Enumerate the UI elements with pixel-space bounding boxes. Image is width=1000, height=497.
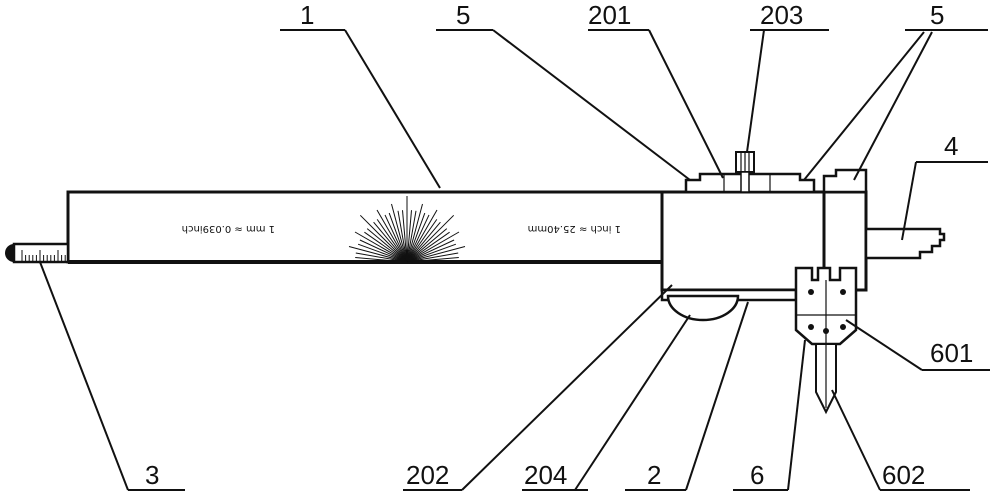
main-beam: 1 mm ≈ 0.039inch 1 inch ≈ 25.40mm (68, 192, 668, 262)
sliding-rod (866, 229, 944, 258)
label-5-right: 5 (930, 0, 944, 30)
label-203: 203 (760, 0, 803, 30)
label-601: 601 (930, 338, 973, 368)
label-5-left: 5 (456, 0, 470, 30)
label-202: 202 (406, 460, 449, 490)
ruler-text-left: 1 mm ≈ 0.039inch (182, 223, 275, 234)
label-3: 3 (145, 460, 159, 490)
label-6: 6 (750, 460, 764, 490)
label-1: 1 (300, 0, 314, 30)
label-602: 602 (882, 460, 925, 490)
end-scale (5, 244, 68, 262)
label-201: 201 (588, 0, 631, 30)
label-2: 2 (647, 460, 661, 490)
label-4: 4 (944, 131, 958, 161)
label-204: 204 (524, 460, 567, 490)
ruler-text-right: 1 inch ≈ 25.40mm (528, 223, 621, 234)
